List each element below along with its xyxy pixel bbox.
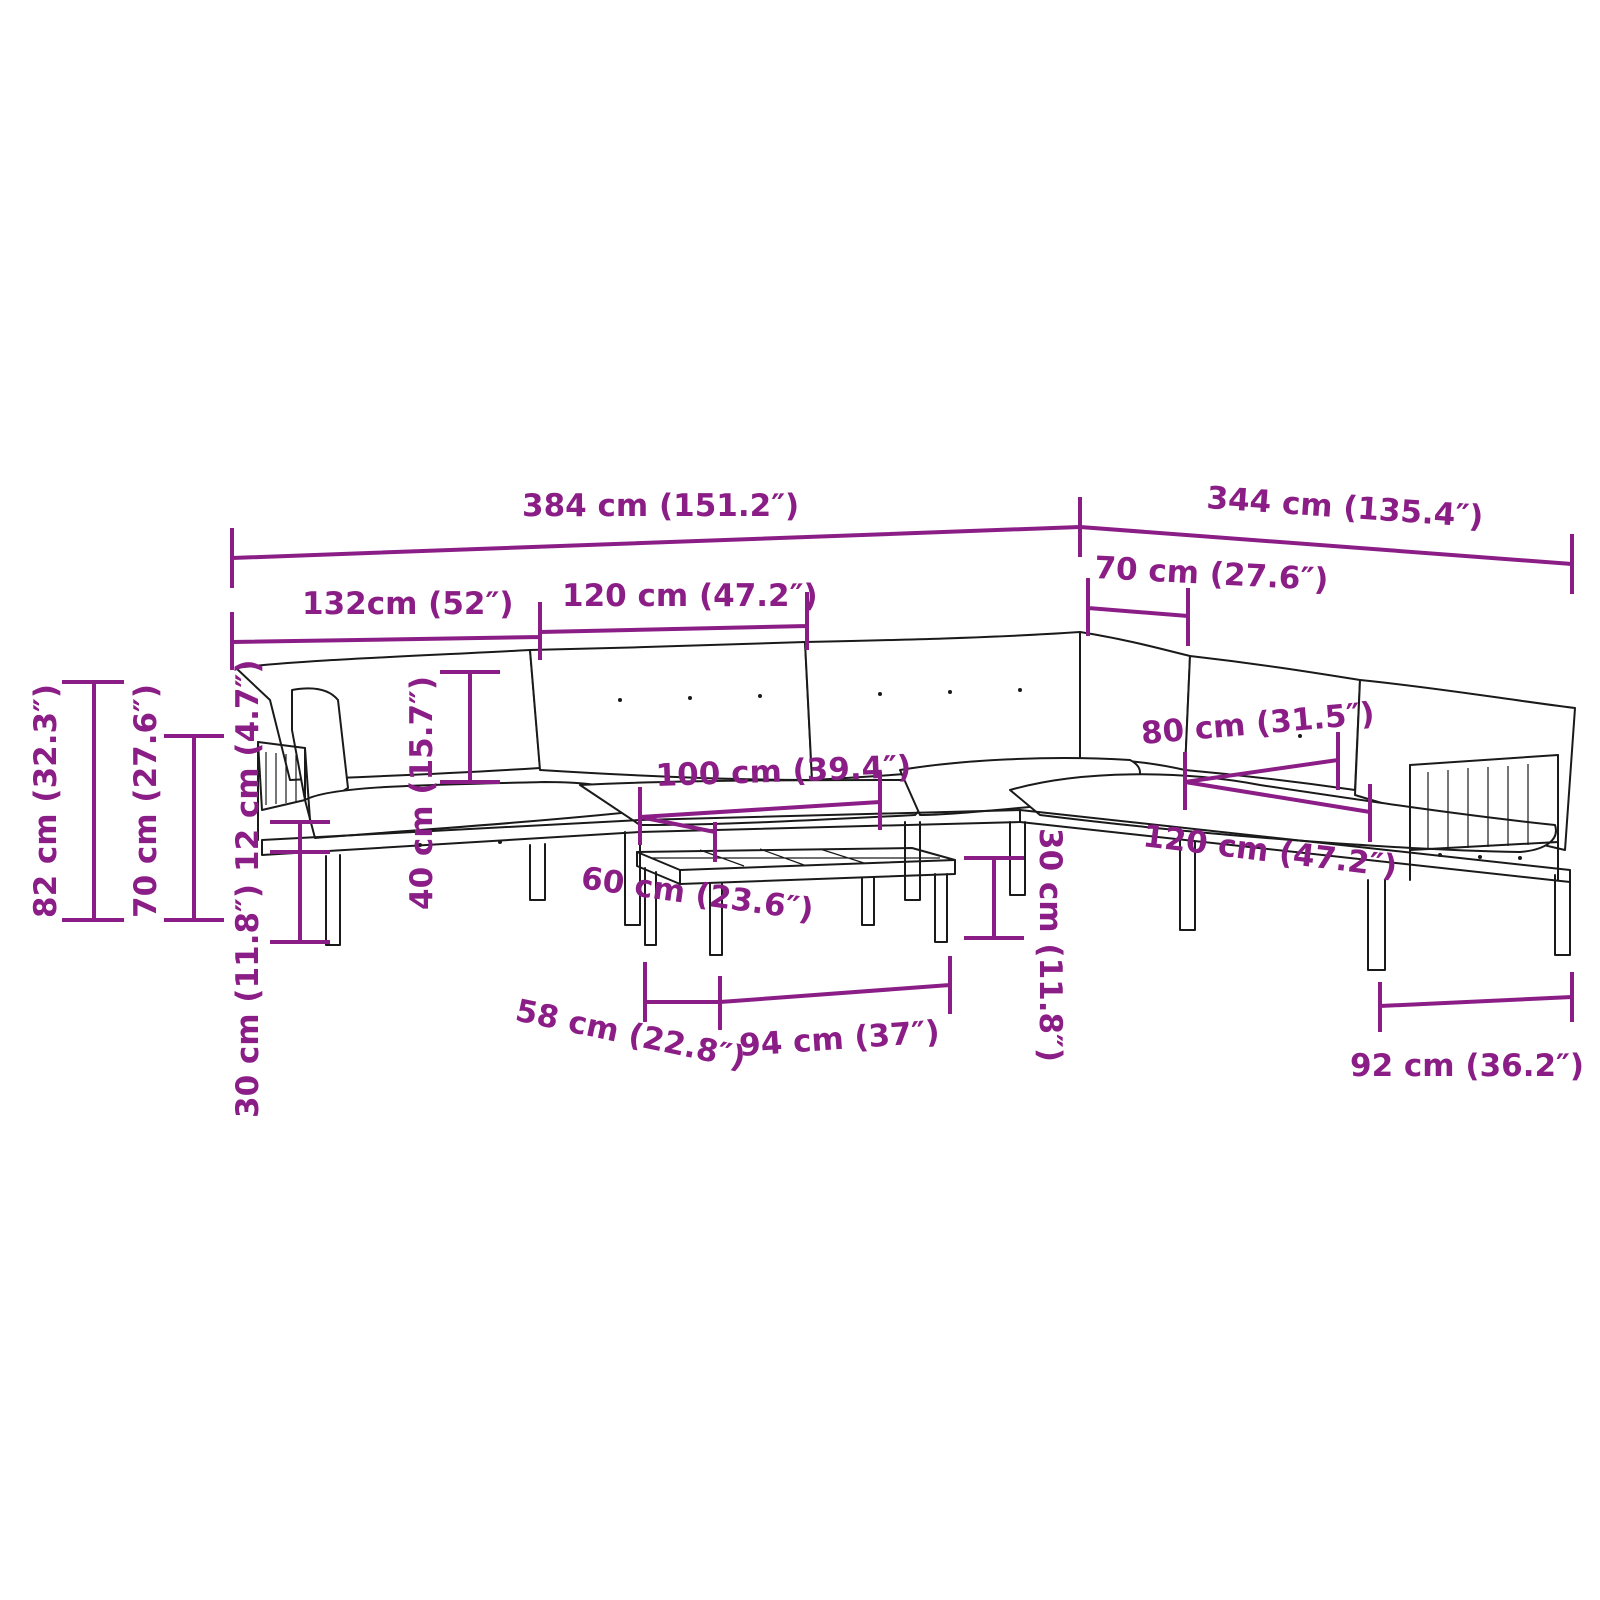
sofa-set-illustration (235, 631, 1576, 971)
label-backrest-height: 40 cm (15.7″) (404, 676, 440, 910)
label-seat-height: 30 cm (11.8″) (230, 884, 266, 1118)
label-inner-width-b: 94 cm (37″) (738, 1014, 941, 1064)
end-module-depth-line (1378, 972, 1574, 1032)
right-armrest (1409, 754, 1559, 881)
inner-width-line (643, 956, 952, 1030)
label-corner-depth: 70 cm (27.6″) (1094, 550, 1330, 598)
label-inner-width-a: 58 cm (22.8″) (512, 993, 748, 1077)
label-total-width-right: 344 cm (135.4″) (1205, 480, 1484, 535)
table-length-line (638, 772, 882, 845)
corner-depth-line (1086, 578, 1190, 646)
label-module-corner-width: 132cm (52″) (302, 586, 514, 622)
module-middle-width-line (539, 592, 809, 650)
seat-depth-line (1183, 732, 1340, 810)
total-height-line (62, 680, 124, 922)
sofa-legs (325, 821, 1571, 971)
corner-back-cushion (1079, 631, 1191, 771)
label-module-middle-width: 120 cm (47.2″) (562, 578, 818, 614)
middle-seat-frame (639, 809, 1021, 833)
dimension-lines (62, 497, 1574, 1032)
label-total-height: 82 cm (32.3″) (28, 684, 64, 918)
seat-height-line (270, 852, 330, 944)
total-width-right-line (1079, 525, 1574, 594)
table-height-line (964, 856, 1024, 940)
cushion-tufts (418, 688, 1522, 860)
coffee-table (636, 847, 956, 956)
label-table-length: 100 cm (39.4″) (655, 749, 912, 794)
right-module-width-line (1184, 780, 1372, 842)
left-armrest (257, 741, 311, 841)
label-table-width: 60 cm (23.6″) (579, 860, 816, 928)
label-seat-thickness: 12 cm (4.7″) (230, 659, 266, 872)
table-width-line (639, 815, 717, 862)
armrest-height-line (164, 734, 224, 922)
label-table-height: 30 cm (11.8″) (1032, 828, 1068, 1062)
left-back-cushion (235, 649, 541, 781)
label-end-module-depth: 92 cm (36.2″) (1350, 1048, 1584, 1084)
backrest-height-line (440, 670, 500, 784)
label-total-width-left: 384 cm (151.2″) (522, 488, 799, 524)
label-armrest-height: 70 cm (27.6″) (128, 684, 164, 918)
